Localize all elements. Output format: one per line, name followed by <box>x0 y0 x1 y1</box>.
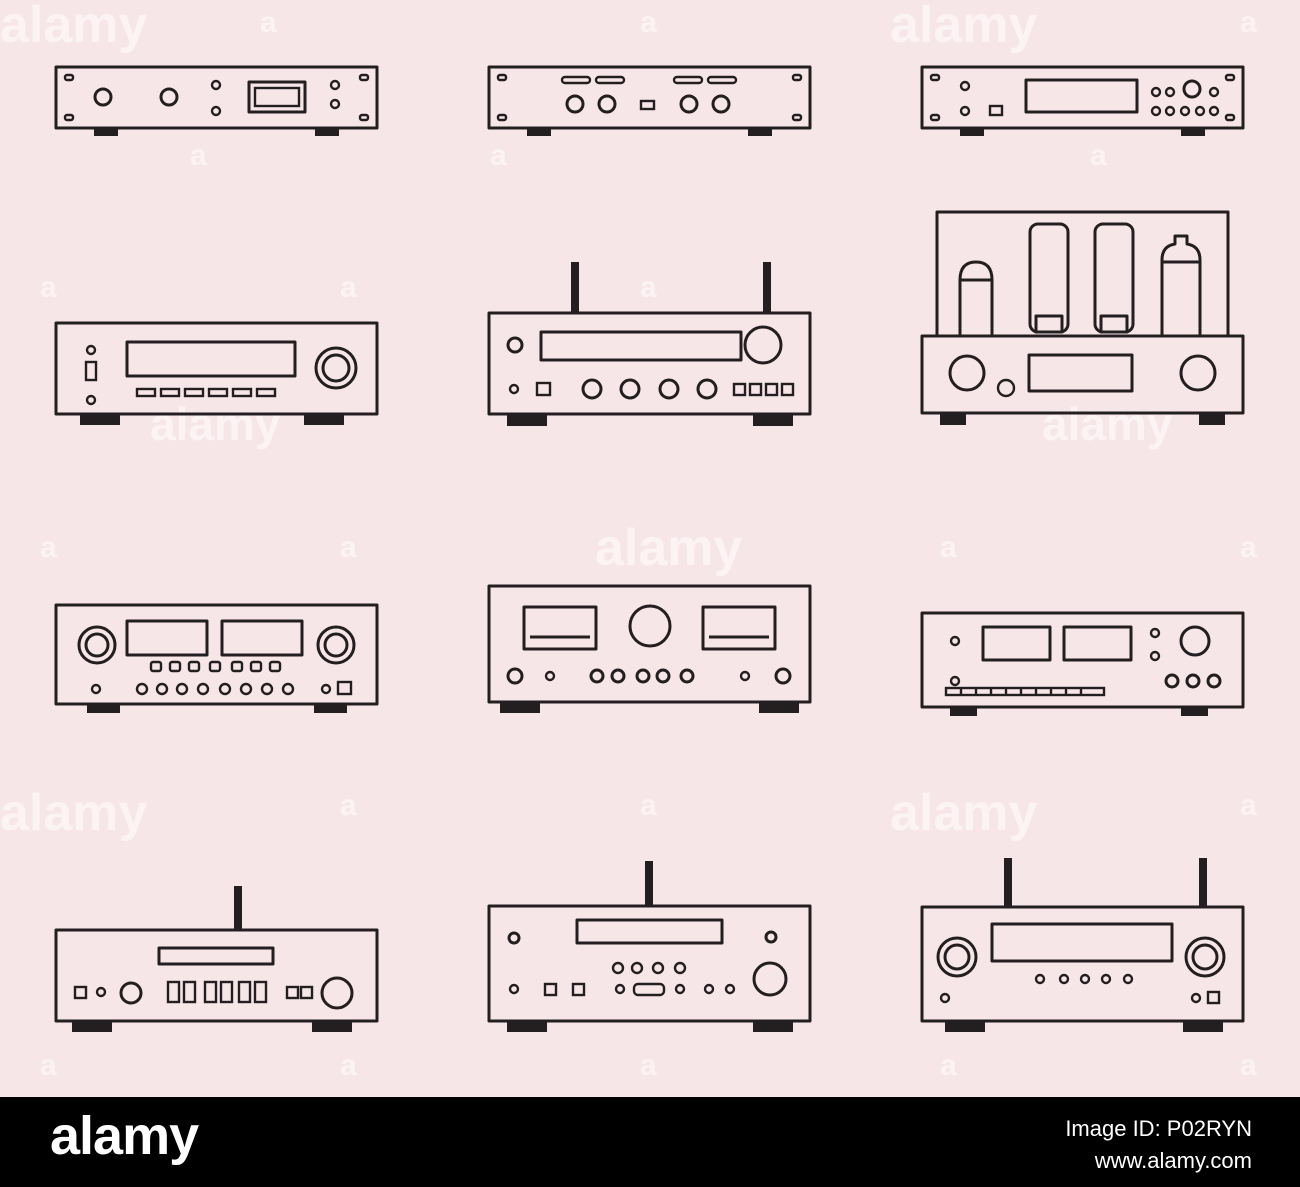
watermark-mark: a <box>340 1049 357 1082</box>
watermark-mark: a <box>940 531 957 564</box>
watermark-mark: a <box>1090 139 1107 172</box>
watermark-mark: a <box>40 531 57 564</box>
rack-unit-icon-1 <box>54 65 379 136</box>
rack-unit-icon-3 <box>920 65 1245 136</box>
image-id-text: Image ID: P02RYN <box>1065 1116 1252 1141</box>
receiver-icon-1 <box>54 321 379 425</box>
watermark-mark: a <box>490 139 507 172</box>
vu-meter-amplifier-icon-2 <box>487 584 812 713</box>
watermark-mark: a <box>640 6 657 39</box>
footer-brand-logo: alamy <box>50 1106 199 1166</box>
watermark-mark: a <box>640 1049 657 1082</box>
watermark-mark: a <box>940 1049 957 1082</box>
watermark-mark: a <box>40 271 57 304</box>
watermark-mark: a <box>340 789 357 822</box>
watermark-text: alamy <box>595 519 743 577</box>
watermark-text: alamy <box>1042 398 1173 450</box>
watermark-mark: a <box>1240 1049 1257 1082</box>
watermark-mark: a <box>40 1049 57 1082</box>
watermark-mark: a <box>640 789 657 822</box>
rack-unit-icon-2 <box>487 65 812 136</box>
tube-amplifier-icon <box>920 210 1245 425</box>
watermark-text: alamy <box>150 398 281 450</box>
site-url-text: www.alamy.com <box>1094 1148 1252 1173</box>
watermark-text: alamy <box>0 0 148 54</box>
av-receiver-icon-2 <box>920 858 1245 1032</box>
watermark-text: alamy <box>0 784 148 842</box>
watermark-mark: a <box>1240 6 1257 39</box>
watermark-text: alamy <box>890 784 1038 842</box>
footer-bar: alamy Image ID: P02RYN www.alamy.com <box>0 1097 1300 1187</box>
receiver-with-antennas-icon <box>487 262 812 426</box>
watermark-mark: a <box>340 271 357 304</box>
network-player-icon <box>54 886 379 1032</box>
audio-equipment-icon-grid: alamy alamy alamy alamy alamy alamy alam… <box>0 0 1257 1082</box>
av-receiver-icon-1 <box>487 861 812 1032</box>
watermark-mark: a <box>260 6 277 39</box>
watermark-layer: alamy alamy alamy alamy alamy alamy alam… <box>0 0 1257 1082</box>
watermark-mark: a <box>1240 789 1257 822</box>
watermark-mark: a <box>190 139 207 172</box>
footer-meta: Image ID: P02RYN www.alamy.com <box>1065 1113 1252 1177</box>
cassette-deck-icon <box>920 611 1245 716</box>
vu-meter-amplifier-icon-1 <box>54 603 379 713</box>
watermark-mark: a <box>1240 531 1257 564</box>
watermark-mark: a <box>640 271 657 304</box>
watermark-mark: a <box>340 531 357 564</box>
watermark-text: alamy <box>890 0 1038 54</box>
